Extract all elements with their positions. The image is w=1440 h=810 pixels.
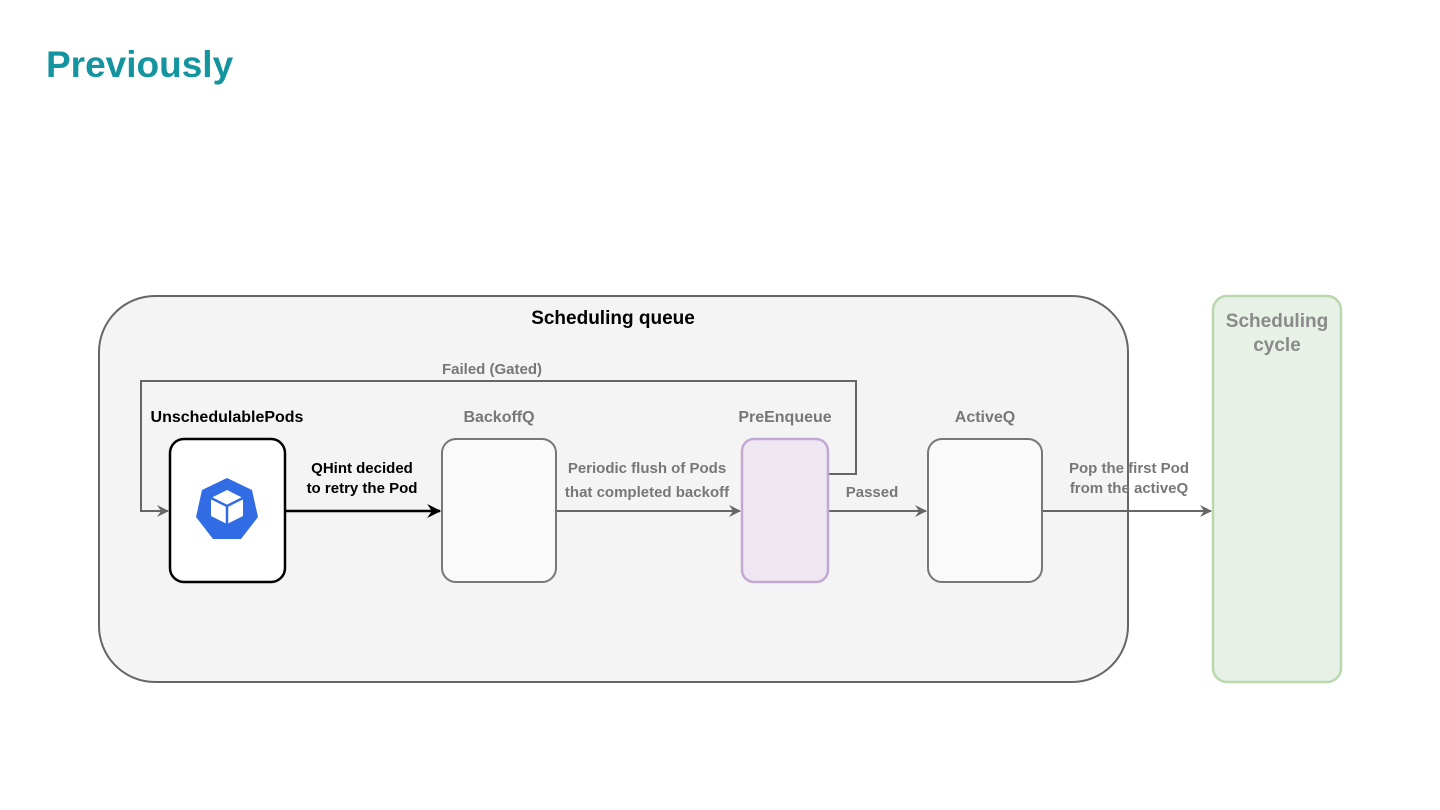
slide-title: Previously (46, 44, 234, 85)
edge-failed-gated (140, 380, 857, 517)
scheduling-cycle-label-line1: Scheduling (1226, 311, 1328, 332)
edge-periodic-label-line1: Periodic flush of Pods (568, 460, 726, 477)
backoffq-label: BackoffQ (463, 409, 534, 426)
activeq-node (927, 438, 1043, 583)
preenqueue-node (740, 437, 830, 584)
scheduling-queue-label: Scheduling queue (531, 308, 695, 329)
edge-qhint-label-line2: to retry the Pod (307, 480, 418, 497)
preenqueue-label: PreEnqueue (738, 409, 831, 426)
unschedulable-pods-label: UnschedulablePods (151, 409, 304, 426)
edge-pop-label-line2: from the activeQ (1070, 480, 1189, 497)
scheduling-queue-container (98, 295, 1129, 683)
edge-failed-gated-label: Failed (Gated) (442, 361, 542, 378)
edge-pop-label-line1: Pop the first Pod (1069, 460, 1189, 477)
edge-periodic-label-line2: that completed backoff (565, 484, 730, 501)
scheduling-cycle-label-line2: cycle (1253, 335, 1301, 356)
backoffq-node (441, 438, 557, 583)
edge-passed-label: Passed (846, 484, 899, 501)
edge-qhint-label-line1: QHint decided (311, 460, 413, 477)
scheduling-cycle-box (1211, 294, 1343, 684)
kubernetes-cube-icon (196, 478, 258, 539)
activeq-label: ActiveQ (955, 409, 1015, 426)
